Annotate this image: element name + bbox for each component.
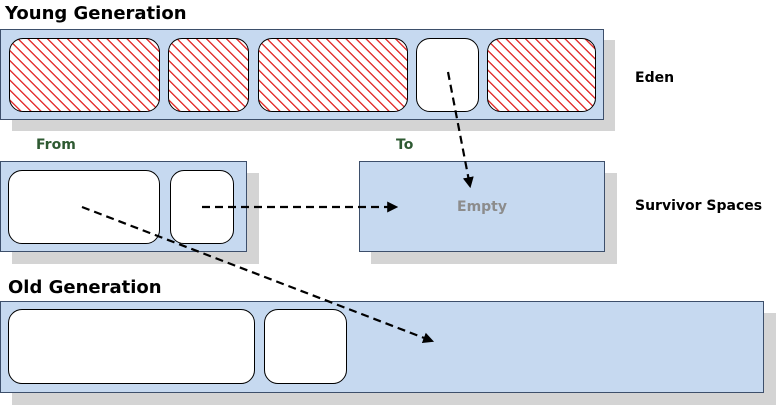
- eden-to-survivor-arrow: [446, 71, 474, 189]
- young-generation-title: Young Generation: [5, 3, 187, 24]
- to-survivor-space: [359, 161, 605, 252]
- eden-cell-occupied-4: [487, 38, 596, 112]
- survivor-spaces-label: Survivor Spaces: [635, 198, 763, 214]
- old-generation-cell-2: [264, 309, 347, 384]
- eden-label: Eden: [635, 70, 675, 86]
- old-generation-cell-1: [8, 309, 255, 384]
- empty-label: Empty: [457, 199, 507, 215]
- eden-cell-occupied-1: [9, 38, 160, 112]
- old-generation-title: Old Generation: [8, 277, 162, 298]
- eden-cell-occupied-3: [258, 38, 408, 112]
- eden-cell-occupied-2: [168, 38, 249, 112]
- promotion-to-old-arrow: [81, 205, 435, 343]
- to-label: To: [396, 137, 414, 153]
- from-label: From: [36, 137, 76, 153]
